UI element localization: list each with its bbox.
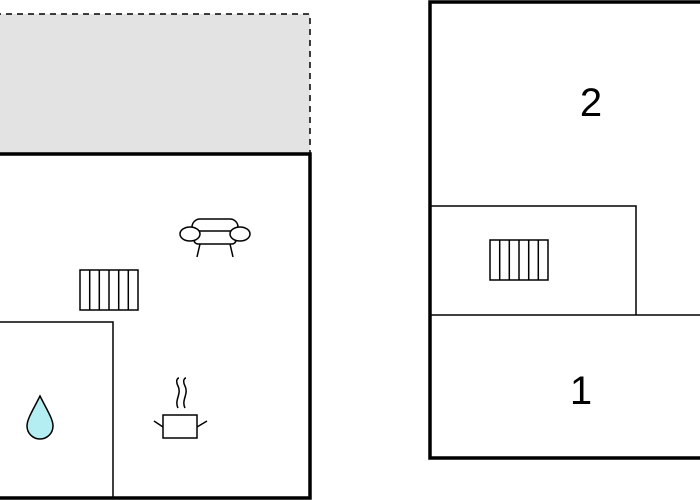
inner-room-wall	[430, 205, 637, 315]
upper-floor-outer-wall	[428, 0, 700, 460]
cooking-pot-icon	[153, 377, 208, 439]
ground-floor-plan	[0, 13, 312, 500]
upper-floor-plan: 2 1	[428, 0, 700, 460]
bathroom-wall	[0, 321, 114, 497]
ground-floor-outer-wall	[0, 152, 312, 500]
radiator-icon	[79, 269, 139, 311]
radiator-icon	[489, 239, 549, 281]
room-number-2: 2	[580, 81, 602, 125]
water-drop-icon	[26, 394, 54, 440]
room-number-1: 1	[570, 369, 592, 413]
sofa-icon	[179, 218, 251, 258]
terrace-area	[0, 13, 311, 155]
